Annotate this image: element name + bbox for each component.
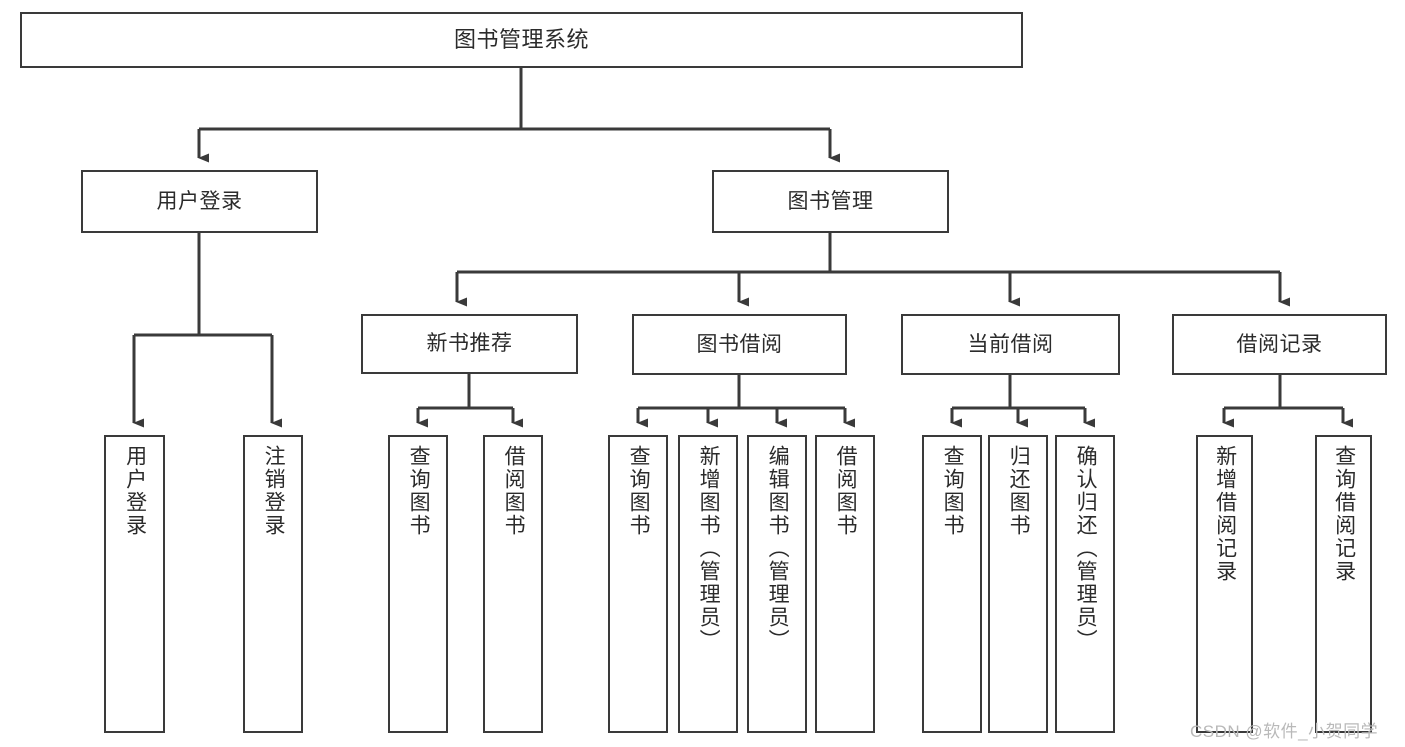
node-label: 新书推荐 [426,332,513,356]
node-label: 图书管理 [787,189,874,213]
leaf-user-login-login[interactable]: 用户登录 [104,435,165,733]
leaf-record-query[interactable]: 查询借阅记录 [1315,435,1372,733]
node-book-borrow[interactable]: 图书借阅 [632,314,847,375]
node-label: 用户登录 [123,445,147,537]
leaf-current-query-book[interactable]: 查询图书 [922,435,982,733]
node-label: 图书管理系统 [453,26,589,52]
node-label: 注销登录 [262,445,286,537]
node-label: 借阅图书 [834,445,858,537]
leaf-current-return-book[interactable]: 归还图书 [988,435,1048,733]
node-label: 图书借阅 [696,332,783,356]
leaf-new-book-query[interactable]: 查询图书 [388,435,448,733]
node-label: 当前借阅 [967,332,1054,356]
node-label: 用户登录 [156,189,243,213]
node-label: 查询图书 [627,445,651,537]
node-label: 查询图书 [941,445,965,537]
csdn-watermark: CSDN @软件_小贺同学 [1190,722,1379,741]
node-user-login[interactable]: 用户登录 [81,170,318,233]
node-label: 借阅记录 [1236,332,1323,356]
leaf-record-add[interactable]: 新增借阅记录 [1196,435,1253,733]
leaf-borrow-add-book[interactable]: 新增图书（管理员） [678,435,738,733]
node-label: 编辑图书（管理员） [766,445,790,652]
node-label: 归还图书 [1007,445,1031,537]
node-book-management[interactable]: 图书管理 [712,170,949,233]
node-label: 新增图书（管理员） [697,445,721,652]
node-new-book-recommend[interactable]: 新书推荐 [361,314,578,374]
leaf-current-confirm-return[interactable]: 确认归还（管理员） [1055,435,1115,733]
leaf-user-login-logout[interactable]: 注销登录 [243,435,303,733]
node-root-system[interactable]: 图书管理系统 [20,12,1023,68]
node-label: 查询借阅记录 [1332,445,1356,583]
leaf-borrow-edit-book[interactable]: 编辑图书（管理员） [747,435,807,733]
leaf-borrow-query-book[interactable]: 查询图书 [608,435,668,733]
leaf-borrow-borrow-book[interactable]: 借阅图书 [815,435,875,733]
node-label: 查询图书 [407,445,431,537]
leaf-new-book-borrow[interactable]: 借阅图书 [483,435,543,733]
node-borrow-record[interactable]: 借阅记录 [1172,314,1387,375]
node-label: 新增借阅记录 [1213,445,1237,583]
node-label: 借阅图书 [502,445,526,537]
node-label: 确认归还（管理员） [1074,445,1098,652]
node-current-borrow[interactable]: 当前借阅 [901,314,1120,375]
